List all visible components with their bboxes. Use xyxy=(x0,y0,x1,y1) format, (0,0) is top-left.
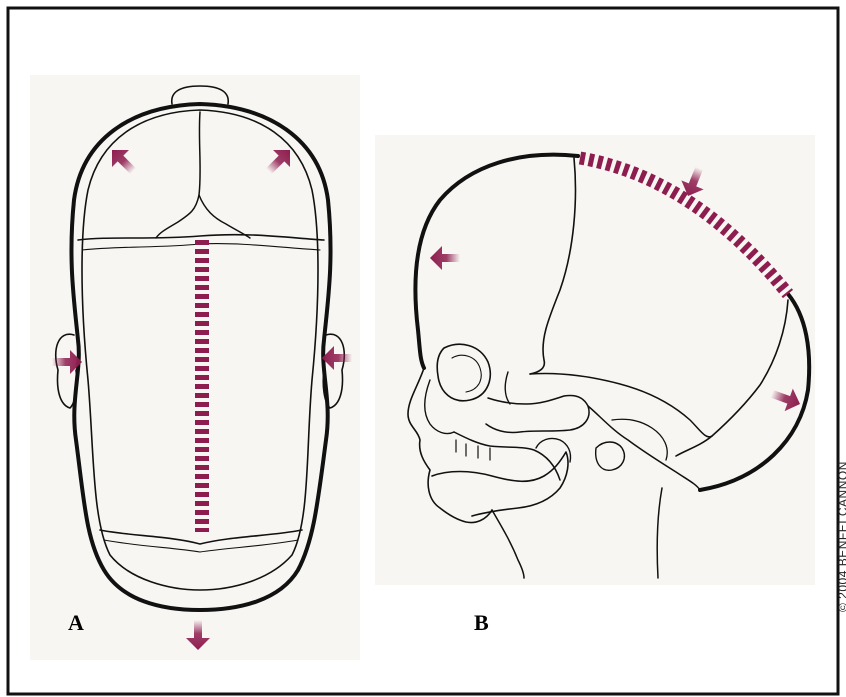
panel-a-label: A xyxy=(68,610,84,636)
copyright-text: © 2004 BENFEI CANNON xyxy=(836,461,846,612)
panel-b-label: B xyxy=(474,610,489,636)
panel-b-background xyxy=(375,135,815,585)
